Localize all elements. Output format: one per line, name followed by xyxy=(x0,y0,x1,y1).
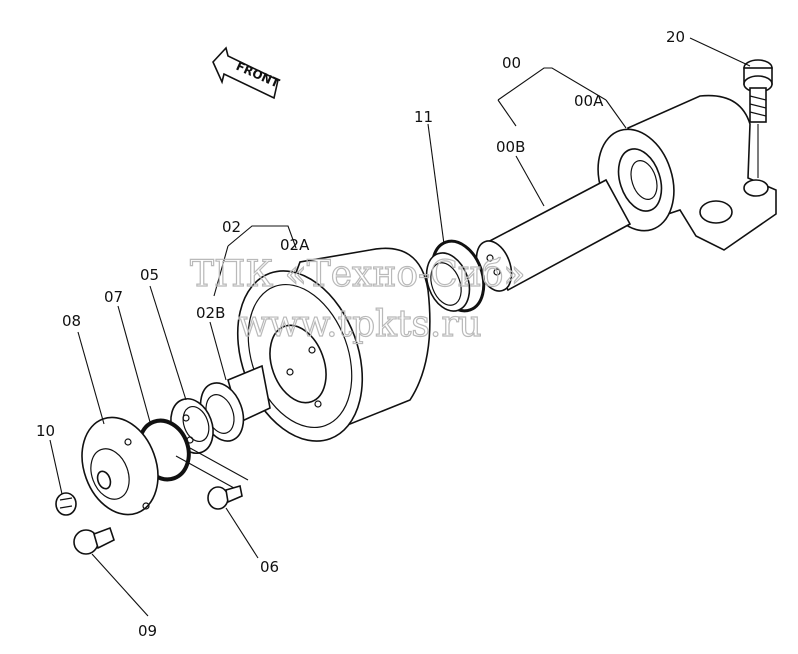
callout-00: 00 xyxy=(502,54,521,72)
watermark-line-2: www.tpkts.ru xyxy=(238,304,482,345)
callout-00b: 00B xyxy=(496,138,525,156)
bolt-09 xyxy=(73,526,115,555)
callout-10: 10 xyxy=(36,422,55,440)
callout-20: 20 xyxy=(666,28,685,46)
callout-02b: 02B xyxy=(196,304,225,322)
shaft-00b xyxy=(475,178,632,292)
bushing-02b xyxy=(199,364,271,442)
seal-11 xyxy=(425,239,486,313)
callout-11: 11 xyxy=(414,108,433,126)
callouts: 00 00A 00B 20 11 02 02A 02B 05 07 08 10 … xyxy=(36,28,685,640)
callout-05: 05 xyxy=(140,266,159,284)
callout-07: 07 xyxy=(104,288,123,306)
callout-02: 02 xyxy=(222,218,241,236)
callout-02a: 02A xyxy=(280,236,310,254)
cover-08 xyxy=(81,416,159,516)
leader-lines xyxy=(49,37,759,617)
watermark-line-1: ТПК «Техно-Сиб» xyxy=(190,254,525,295)
front-arrow-icon: FRONT xyxy=(212,46,282,100)
callout-09: 09 xyxy=(138,622,157,640)
bolt-20 xyxy=(743,59,773,123)
bolt-06 xyxy=(207,484,243,510)
callout-06: 06 xyxy=(260,558,279,576)
callout-08: 08 xyxy=(62,312,81,330)
callout-00a: 00A xyxy=(574,92,604,110)
plug-10 xyxy=(55,492,77,516)
watermark: ТПК «Техно-Сиб» www.tpkts.ru xyxy=(189,253,526,345)
